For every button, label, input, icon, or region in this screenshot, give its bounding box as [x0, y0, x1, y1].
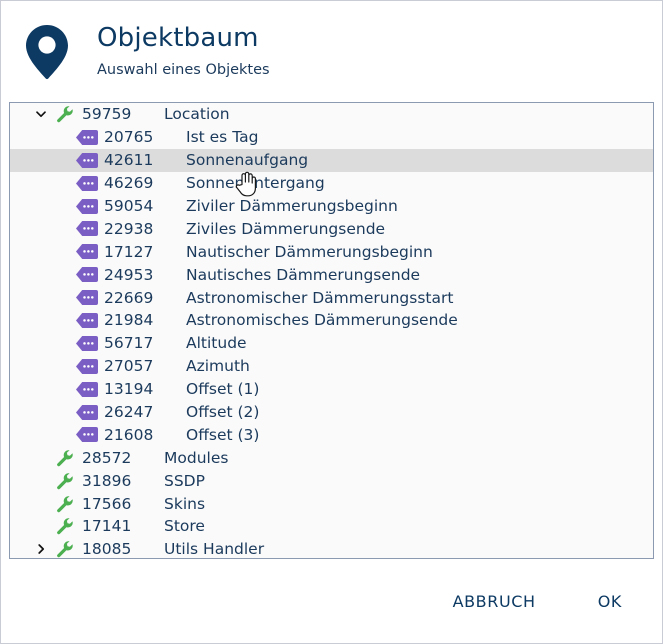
tree-row[interactable]: 22938 Ziviles Dämmerungsende — [10, 217, 653, 240]
tree-row-id: 27057 — [104, 357, 154, 376]
wrench-icon — [52, 495, 78, 513]
tree-row-id: 17127 — [104, 242, 154, 261]
tree-row-label: Utils Handler — [164, 540, 265, 559]
tag-icon — [74, 152, 100, 168]
tree-row-id: 21608 — [104, 425, 154, 444]
tree-row-id: 31896 — [82, 471, 132, 490]
tree-row-id: 46269 — [104, 174, 154, 193]
chevron-down-icon[interactable] — [30, 108, 52, 120]
tree-row-label: Azimuth — [186, 357, 250, 376]
tree-row[interactable]: 31896 SSDP — [10, 469, 653, 492]
tree-row-label: Astronomischer Dämmerungsstart — [186, 288, 454, 307]
tag-icon — [74, 198, 100, 214]
tree-row-id: 42611 — [104, 151, 154, 170]
wrench-icon — [52, 540, 78, 558]
tree-row-id: 59759 — [82, 105, 132, 124]
tree-row[interactable]: 27057 Azimuth — [10, 355, 653, 378]
tree-row[interactable]: 26247 Offset (2) — [10, 401, 653, 424]
map-pin-icon — [23, 24, 71, 80]
chevron-right-icon[interactable] — [30, 543, 52, 555]
tree-row-label: Offset (2) — [186, 403, 260, 422]
tree-row-label: Nautischer Dämmerungsbeginn — [186, 242, 433, 261]
tree-row-label: Sonnenuntergang — [186, 174, 325, 193]
tree-row-id: 28572 — [82, 448, 132, 467]
tag-icon — [74, 312, 100, 328]
tree-row[interactable]: 24953 Nautisches Dämmerungsende — [10, 263, 653, 286]
tag-icon — [74, 175, 100, 191]
tag-icon — [74, 267, 100, 283]
tag-icon — [74, 358, 100, 374]
tree-row-id: 26247 — [104, 403, 154, 422]
tree-row-label: Modules — [164, 448, 229, 467]
tag-icon — [74, 290, 100, 306]
tree-row[interactable]: 28572 Modules — [10, 446, 653, 469]
tree-row-label: Altitude — [186, 334, 247, 353]
tree-row-id: 13194 — [104, 380, 154, 399]
tag-icon — [74, 427, 100, 443]
object-tree-panel[interactable]: 59759 Location 20765 Ist es Tag 42611 Sonnena… — [9, 102, 654, 559]
tree-row-id: 17141 — [82, 517, 132, 536]
tree-row[interactable]: 21608 Offset (3) — [10, 423, 653, 446]
page-subtitle: Auswahl eines Objektes — [97, 62, 270, 78]
dialog-footer: ABBRUCH OK — [1, 559, 662, 643]
tree-row-id: 56717 — [104, 334, 154, 353]
tree-row-label: Ist es Tag — [186, 128, 259, 147]
tag-icon — [74, 335, 100, 351]
tree-row[interactable]: 56717 Altitude — [10, 332, 653, 355]
tree-row-id: 18085 — [82, 540, 132, 559]
tree-row-label: Sonnenaufgang — [186, 151, 309, 170]
tree-row-label: SSDP — [164, 471, 205, 490]
tree-row-id: 22669 — [104, 288, 154, 307]
tree-row[interactable]: 59054 Ziviler Dämmerungsbeginn — [10, 195, 653, 218]
tag-icon — [74, 381, 100, 397]
tree-row-label: Store — [164, 517, 205, 536]
tree-row[interactable]: 46269 Sonnenuntergang — [10, 172, 653, 195]
tree-row[interactable]: 21984 Astronomisches Dämmerungsende — [10, 309, 653, 332]
cancel-button[interactable]: ABBRUCH — [439, 583, 550, 620]
tree-row[interactable]: 17127 Nautischer Dämmerungsbeginn — [10, 240, 653, 263]
tree-row[interactable]: 17141 Store — [10, 515, 653, 538]
wrench-icon — [52, 105, 78, 123]
tree-row[interactable]: 20765 Ist es Tag — [10, 126, 653, 149]
ok-button[interactable]: OK — [584, 583, 636, 620]
tree-row-id: 59054 — [104, 197, 154, 215]
tree-row-label: Astronomisches Dämmerungsende — [186, 311, 458, 330]
tree-row[interactable]: 59759 Location — [10, 103, 653, 126]
tree-row-label: Ziviles Dämmerungsende — [186, 219, 386, 238]
tree-row[interactable]: 42611 Sonnenaufgang — [10, 148, 653, 172]
tree-row-id: 17566 — [82, 494, 132, 513]
header-text-block: Objektbaum Auswahl eines Objektes — [97, 23, 270, 80]
tree-row-label: Ziviler Dämmerungsbeginn — [186, 197, 398, 215]
tree-row[interactable]: 18085 Utils Handler — [10, 538, 653, 559]
wrench-icon — [52, 449, 78, 467]
tag-icon — [74, 244, 100, 260]
wrench-icon — [52, 472, 78, 490]
wrench-icon — [52, 517, 78, 535]
tree-row-label: Offset (3) — [186, 425, 260, 444]
page-title: Objektbaum — [97, 23, 259, 53]
tree-row-label: Location — [164, 105, 230, 124]
tree-row-id: 22938 — [104, 219, 154, 238]
tree-row-id: 21984 — [104, 311, 154, 330]
tree-row-id: 24953 — [104, 265, 154, 284]
tree-row-label: Skins — [164, 494, 206, 513]
tree-row[interactable]: 13194 Offset (1) — [10, 378, 653, 401]
tree-row-label: Nautisches Dämmerungsende — [186, 265, 421, 284]
tree-row[interactable]: 17566 Skins — [10, 492, 653, 515]
dialog-header: Objektbaum Auswahl eines Objektes — [1, 1, 662, 102]
tag-icon — [74, 404, 100, 420]
tag-icon — [74, 129, 100, 145]
tag-icon — [74, 221, 100, 237]
tree-row[interactable]: 22669 Astronomischer Dämmerungsstart — [10, 286, 653, 309]
tree-row-label: Offset (1) — [186, 380, 260, 399]
tree-row-id: 20765 — [104, 128, 154, 147]
